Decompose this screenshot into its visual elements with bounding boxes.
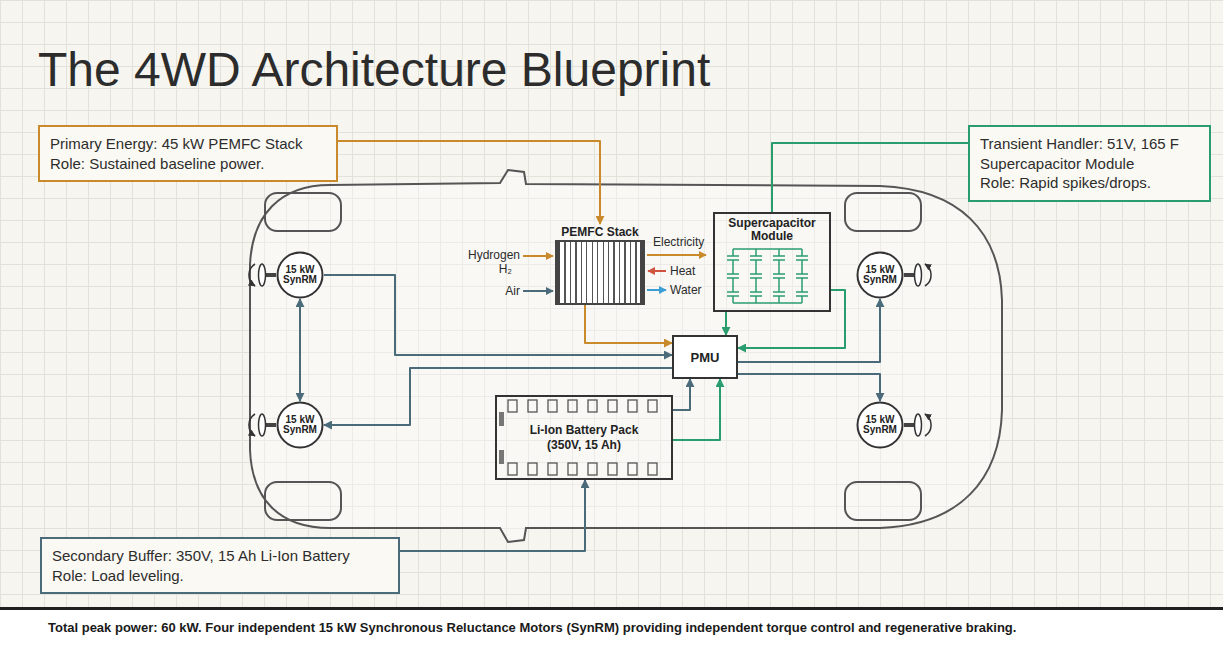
battery-cell: [608, 463, 617, 475]
flow-label: Electricity: [653, 235, 704, 249]
capacitor-bus: [733, 248, 802, 250]
battery-cell: [548, 463, 557, 475]
battery-cell: [528, 463, 537, 475]
car-body-outline: [250, 170, 1002, 542]
capacitor-symbol: [727, 267, 739, 285]
callout-heading: Secondary Buffer: 350V, 15 Ah Li-Ion Bat…: [52, 546, 388, 566]
battery-cell: [548, 400, 557, 412]
flow-label: Hydrogen: [468, 248, 520, 262]
power-connector: [738, 299, 880, 362]
capacitor-symbol: [796, 285, 808, 303]
callout-box: Secondary Buffer: 350V, 15 Ah Li-Ion Bat…: [40, 537, 400, 594]
battery-cell: [568, 463, 577, 475]
battery-cell: [508, 400, 517, 412]
flow-label: Air: [505, 284, 520, 298]
fuel-cell-stack: PEMFC Stack: [555, 224, 645, 305]
supercapacitor-box: Supercapacitor Module: [713, 212, 831, 312]
battery-cell: [588, 463, 597, 475]
capacitor-symbol: [796, 249, 808, 267]
capacitor-symbol: [727, 249, 739, 267]
wheel-hub: [249, 264, 276, 286]
flow-label: H₂: [499, 262, 512, 276]
power-connector: [772, 143, 968, 212]
battery-cell: [648, 463, 657, 475]
capacitor-symbol: [773, 285, 785, 303]
battery-cell: [648, 400, 657, 412]
capacitor-symbol: [773, 267, 785, 285]
capacitor-symbol: [727, 285, 739, 303]
battery-terminal: [499, 450, 504, 464]
battery-cell: [588, 400, 597, 412]
motor-circle: 15 kW SynRM: [856, 401, 904, 449]
battery-cell: [628, 463, 637, 475]
callout-box: Transient Handler: 51V, 165 F Supercapac…: [968, 125, 1211, 202]
capacitor-symbol: [750, 267, 762, 285]
wheel: [845, 482, 921, 520]
flow-label: Water: [670, 283, 702, 297]
diagram-title: The 4WD Architecture Blueprint: [38, 44, 710, 97]
module-label: Supercapacitor Module: [717, 217, 827, 243]
battery-pack: Li-Ion Battery Pack (350V, 15 Ah): [495, 395, 673, 480]
callout-role: Role: Load leveling.: [52, 566, 388, 586]
hydrogen-inflow: [523, 255, 553, 257]
callout-role: Role: Rapid spikes/drops.: [980, 173, 1199, 193]
callout-heading: Primary Energy: 45 kW PEMFC Stack: [50, 134, 326, 154]
motor-circle: 15 kW SynRM: [856, 251, 904, 299]
motor-circle: 15 kW SynRM: [276, 401, 324, 449]
callout-role: Role: Sustained baseline power.: [50, 154, 326, 174]
motor-label: 15 kW SynRM: [860, 265, 900, 286]
water-outflow: [647, 289, 666, 291]
air-inflow: [523, 290, 553, 292]
wheel: [845, 193, 921, 231]
stack-heading: PEMFC Stack: [555, 225, 645, 240]
battery-cell: [528, 400, 537, 412]
callout-heading: Transient Handler: 51V, 165 F Supercapac…: [980, 134, 1199, 173]
power-connector: [585, 305, 672, 343]
motor-circle: 15 kW SynRM: [276, 251, 324, 299]
battery-cell: [568, 400, 577, 412]
wheel-hub: [249, 414, 276, 436]
wheel-hub: [904, 414, 931, 436]
power-connector: [738, 374, 880, 401]
caption-bar: Total peak power: 60 kW. Four independen…: [0, 607, 1223, 650]
capacitor-symbol: [750, 249, 762, 267]
wheel: [265, 193, 341, 231]
motor-label: 15 kW SynRM: [280, 265, 320, 286]
power-connector: [299, 299, 301, 401]
battery-cell: [628, 400, 637, 412]
callout-box: Primary Energy: 45 kW PEMFC StackRole: S…: [38, 125, 338, 182]
capacitor-symbol: [750, 285, 762, 303]
power-connector: [673, 379, 720, 440]
capacitor-symbol: [796, 267, 808, 285]
motor-label: 15 kW SynRM: [280, 415, 320, 436]
stack-plates: [555, 240, 645, 305]
pmu-label: PMU: [691, 350, 720, 365]
battery-cell: [508, 463, 517, 475]
battery-terminal: [499, 412, 504, 426]
heat-flow: [648, 270, 666, 272]
caption-text: Total peak power: 60 kW. Four independen…: [0, 610, 1223, 636]
power-connector: [725, 312, 727, 335]
power-connector: [400, 480, 585, 551]
wheel-hub: [904, 264, 931, 286]
power-connector: [338, 141, 600, 224]
capacitor-symbol: [773, 249, 785, 267]
battery-label: Li-Ion Battery Pack (350V, 15 Ah): [522, 423, 647, 452]
power-connector: [738, 290, 845, 348]
wheel: [265, 482, 341, 520]
flow-label: Heat: [670, 264, 695, 278]
motor-label: 15 kW SynRM: [860, 415, 900, 436]
capacitor-bus: [733, 302, 802, 304]
power-connector: [673, 379, 690, 410]
pmu-box: PMU: [672, 335, 738, 379]
battery-cell: [608, 400, 617, 412]
electricity-outflow: [647, 254, 706, 256]
